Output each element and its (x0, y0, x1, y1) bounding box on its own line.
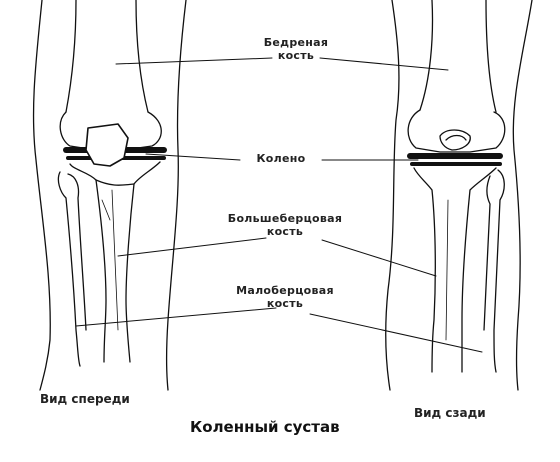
label-fibula-line2: кость (266, 297, 304, 310)
back-condyle-inner (445, 134, 467, 141)
back-fibula (483, 169, 505, 373)
label-femur-line2: кость (277, 49, 315, 62)
front-leg-outline-left (32, 0, 51, 391)
front-tibia-lines (101, 189, 119, 331)
back-femur-shaft (419, 0, 497, 113)
label-knee-text: Колено (256, 152, 306, 165)
caption-front-view: Вид спереди (40, 392, 130, 406)
leader-femur-right (319, 57, 449, 71)
back-tibia (413, 167, 497, 373)
leader-fibula-left (75, 307, 277, 327)
front-fibula (57, 171, 87, 367)
back-tibia-lines (445, 199, 449, 341)
leader-femur-left (115, 57, 273, 65)
back-femur-condyles (407, 109, 506, 153)
back-condyle-notch (439, 129, 471, 151)
label-femur: Бедреная кость (248, 36, 344, 62)
back-leg-outline-left (385, 0, 400, 391)
label-tibia: Большеберцовая кость (208, 212, 362, 238)
label-femur-line1: Бедреная (263, 36, 329, 49)
leader-tibia-left (117, 237, 267, 257)
leader-lines (75, 57, 483, 353)
leader-knee-left (145, 153, 241, 161)
front-patella (85, 123, 129, 167)
label-fibula-line1: Малоберцовая (236, 284, 334, 297)
back-leg-outline-right (512, 0, 533, 391)
label-tibia-line1: Большеберцовая (227, 212, 343, 225)
caption-back-view: Вид сзади (414, 406, 486, 420)
front-tibia-medial (95, 179, 135, 186)
diagram-title: Коленный сустав (190, 418, 340, 436)
back-view-leg (385, 0, 533, 391)
leader-tibia-right (321, 239, 437, 277)
front-leg-outline-right (165, 0, 187, 391)
label-tibia-line2: кость (266, 225, 304, 238)
label-fibula: Малоберцовая кость (220, 284, 350, 310)
front-tibia (69, 161, 161, 363)
front-femur-shaft (65, 0, 149, 113)
label-knee: Колено (236, 152, 326, 165)
front-view-leg (32, 0, 187, 391)
leader-fibula-right (309, 313, 483, 353)
